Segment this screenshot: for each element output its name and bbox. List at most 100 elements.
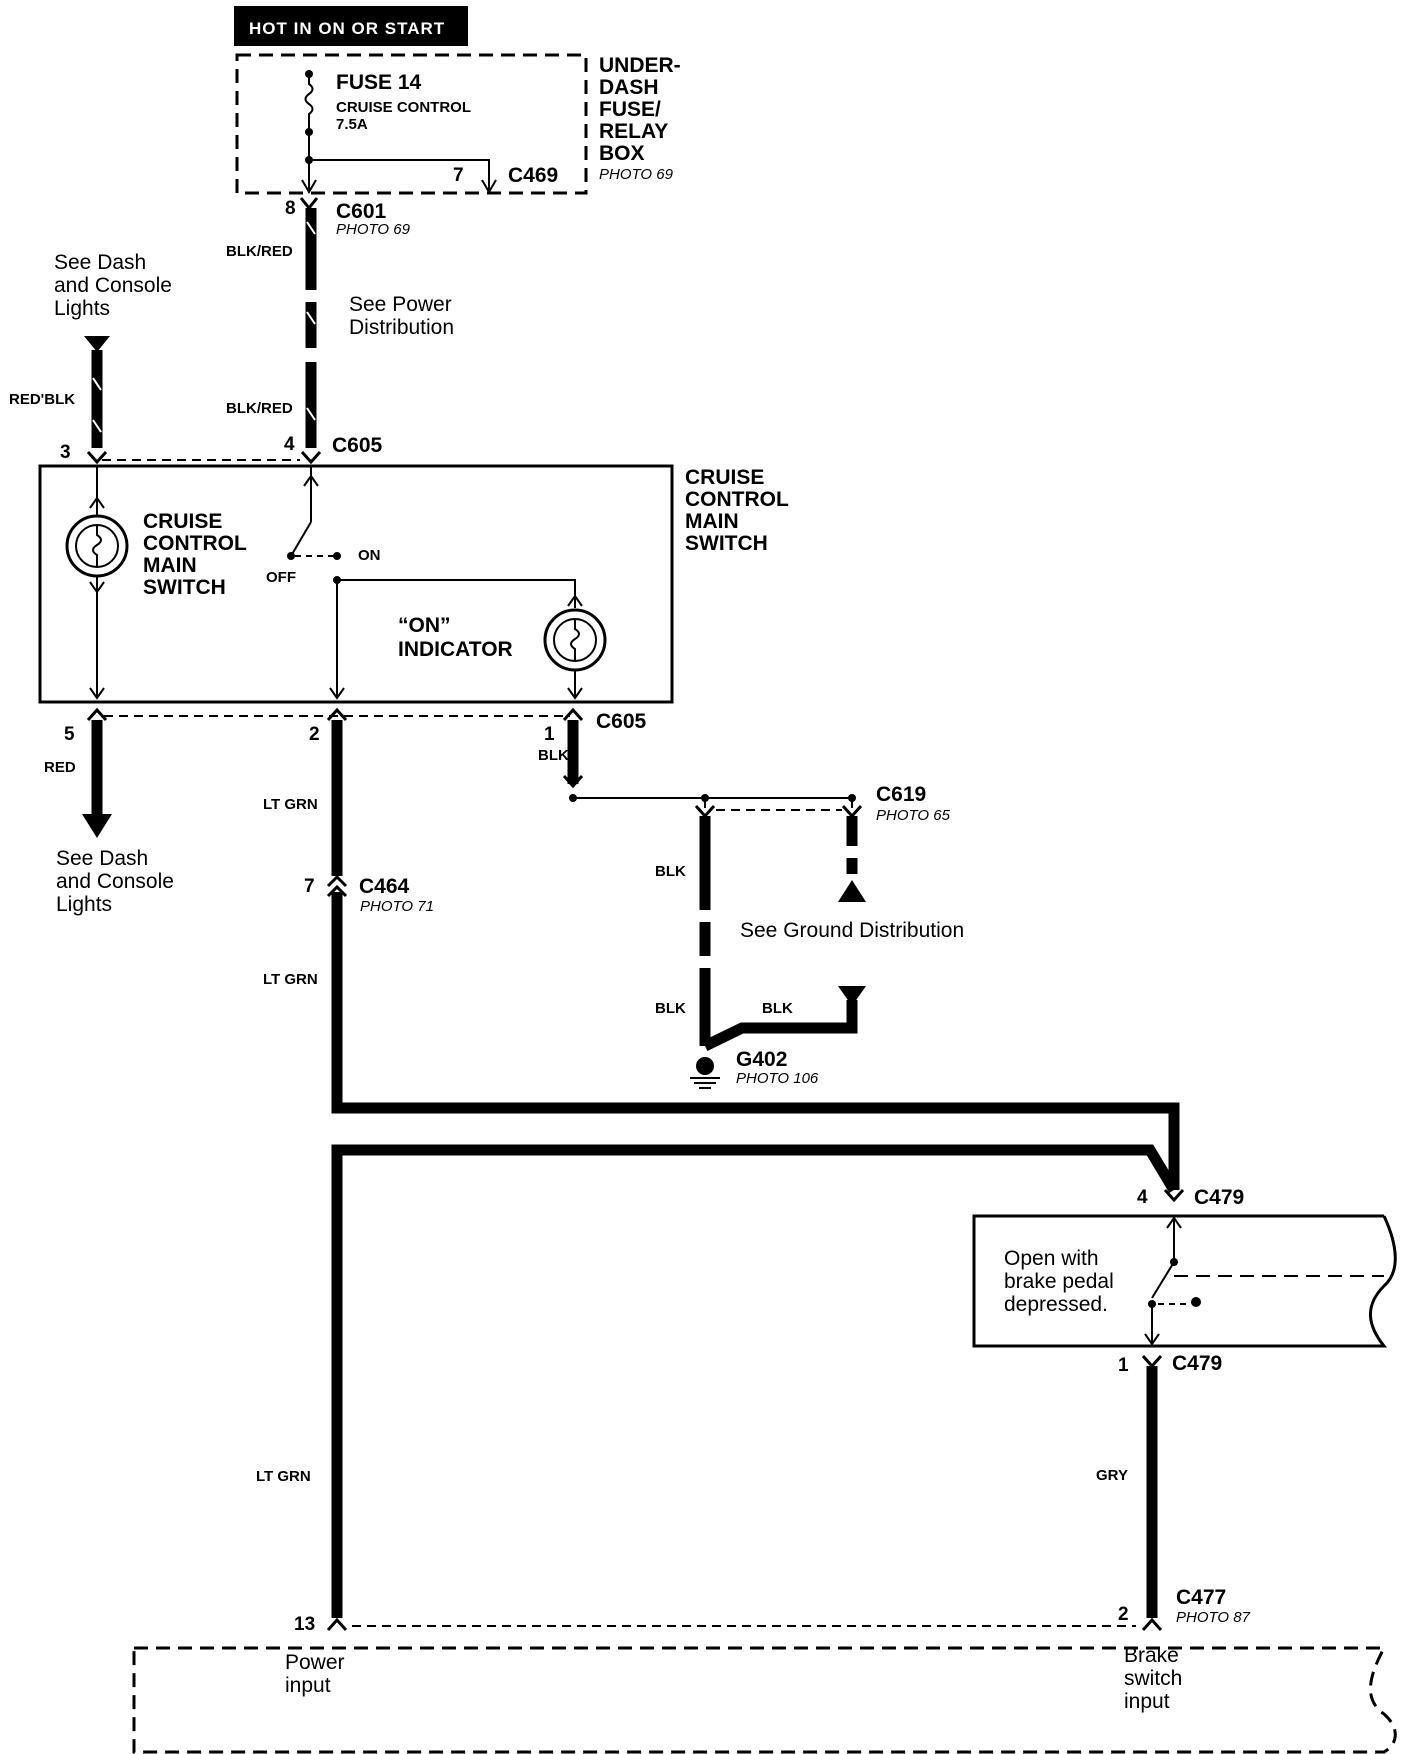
c601-pin: 8 [285,198,296,219]
c605-top-pin-3: 3 [60,442,71,463]
brake-input-label-1: Brake [1124,1644,1179,1667]
g402-ground: G402 PHOTO 106 [690,1048,819,1089]
inner-switch-label-4: SWITCH [143,576,226,599]
switch-title-3: MAIN [685,510,739,533]
blk-label-4: BLK [762,1000,793,1017]
red-label: RED [44,759,76,776]
power-input-label-1: Power [285,1651,345,1674]
module-connector: 13 2 C477 PHOTO 87 [294,1586,1251,1635]
switch-title-1: CRUISE [685,466,764,489]
on-indicator-lamp-icon [543,608,607,672]
switch-title-4: SWITCH [685,532,768,555]
red-wire: RED See Dash and Console Lights [44,720,174,916]
dash-lights-top-note-3: Lights [54,297,110,320]
c479-top-connector: 4 C479 [1137,1186,1244,1209]
main-switch-lamp-icon [65,514,129,578]
hot-in-on-or-start-banner: HOT IN ON OR START [234,6,468,46]
lt-grn-switch-wire: LT GRN LT GRN 7 C464 PHOTO 71 [263,720,1180,1190]
fuse-box-title-3: FUSE/ [599,98,661,121]
c477-photo: PHOTO 87 [1176,1609,1251,1626]
dash-lights-bottom-note-2: and Console [56,870,174,893]
on-indicator-label-2: INDICATOR [398,638,513,661]
c601-connector: 8 C601 PHOTO 69 [285,197,411,238]
power-distribution-note-2: Distribution [349,316,454,339]
off-label: OFF [266,569,296,586]
lt-grn-label-1: LT GRN [263,796,318,813]
dash-lights-top-note-2: and Console [54,274,172,297]
c469-label: C469 [508,164,558,187]
c605-bottom-pin-1: 1 [544,724,555,745]
ground-distribution-note: See Ground Distribution [740,919,964,942]
blk-label-2: BLK [655,863,686,880]
g402-label: G402 [736,1048,787,1071]
under-dash-fuse-relay-box: FUSE 14 CRUISE CONTROL 7.5A 7 C469 UNDER… [235,53,681,195]
lt-grn-label-2: LT GRN [263,971,318,988]
c619-label: C619 [876,783,926,806]
inner-switch-label-2: CONTROL [143,532,247,555]
cruise-control-unit: Power input Brake switch input [132,1644,1397,1754]
c605-top-pin-4: 4 [284,434,295,455]
c605-bottom-label: C605 [596,710,647,733]
c479-bottom-label: C479 [1172,1352,1222,1375]
c477-label: C477 [1176,1586,1226,1609]
c479-bottom-pin: 1 [1118,1355,1129,1376]
blk-label-3: BLK [655,1000,686,1017]
c601-photo: PHOTO 69 [336,221,411,238]
dash-lights-bottom-note-3: Lights [56,893,112,916]
c605-bottom-pin-5: 5 [64,724,75,745]
power-input-label-2: input [285,1674,331,1697]
on-label: ON [358,547,381,564]
gry-wire: GRY [1096,1366,1158,1618]
red-blk-label: RED'BLK [9,391,75,408]
c479-bottom-connector: 1 C479 [1118,1352,1222,1376]
c464-label: C464 [359,875,410,898]
switch-title-2: CONTROL [685,488,789,511]
blk-label-1: BLK [538,747,569,764]
c605-bottom-connector: 5 2 1 C605 [64,707,647,745]
banner-label: HOT IN ON OR START [249,19,445,38]
brake-note-1: Open with [1004,1247,1099,1270]
blk-red-top-label: BLK/RED [226,243,293,260]
fuse-box-title-2: DASH [599,76,659,99]
red-blk-wire: RED'BLK See Dash and Console Lights [9,251,172,448]
g402-photo: PHOTO 106 [736,1070,819,1087]
fuse-box-title-1: UNDER- [599,54,681,77]
c605-bottom-pin-2: 2 [309,724,320,745]
fuse-14-label: FUSE 14 [336,71,422,94]
brake-switch: Open with brake pedal depressed. [972,1214,1397,1348]
dash-lights-top-note-1: See Dash [54,251,146,274]
brake-note-3: depressed. [1004,1293,1108,1316]
inner-switch-label-1: CRUISE [143,510,222,533]
gry-label: GRY [1096,1467,1128,1484]
c605-top-label: C605 [332,434,383,457]
brake-input-label-3: input [1124,1690,1170,1713]
fuse-box-title-5: BOX [599,142,645,165]
power-distribution-note-1: See Power [349,293,452,316]
c464-photo: PHOTO 71 [360,898,434,915]
brake-note-2: brake pedal [1004,1270,1114,1293]
brake-input-label-2: switch [1124,1667,1182,1690]
lt-grn-module-wire: LT GRN [256,1144,1179,1618]
c605-top-connector: 3 4 C605 [60,434,383,465]
c464-pin: 7 [304,876,315,897]
cruise-control-main-switch: CRUISE CONTROL MAIN SWITCH CRUISE CONTRO… [38,464,789,704]
ground-icon [690,1077,720,1089]
fuse-box-title-4: RELAY [599,120,668,143]
c601-label: C601 [336,200,387,223]
inner-switch-label-3: MAIN [143,554,197,577]
blk-ground-wires: BLK BLK BLK BLK C619 PHOTO 65 See Ground… [538,720,964,1051]
lt-grn-label-3: LT GRN [256,1468,311,1485]
fuse-box-photo: PHOTO 69 [599,166,674,183]
fuse-desc: CRUISE CONTROL [336,99,471,116]
blk-red-wire: BLK/RED BLK/RED See Power Distribution [226,208,454,448]
c477-pin: 2 [1118,1604,1129,1625]
blk-red-bottom-label: BLK/RED [226,400,293,417]
on-off-switch-icon [287,466,341,560]
c479-top-label: C479 [1194,1186,1244,1209]
c619-photo: PHOTO 65 [876,807,951,824]
fuse-rating: 7.5A [336,116,368,133]
c469-pin: 7 [453,165,464,186]
on-indicator-label-1: “ON” [398,614,451,637]
module-pin-13: 13 [294,1614,315,1635]
